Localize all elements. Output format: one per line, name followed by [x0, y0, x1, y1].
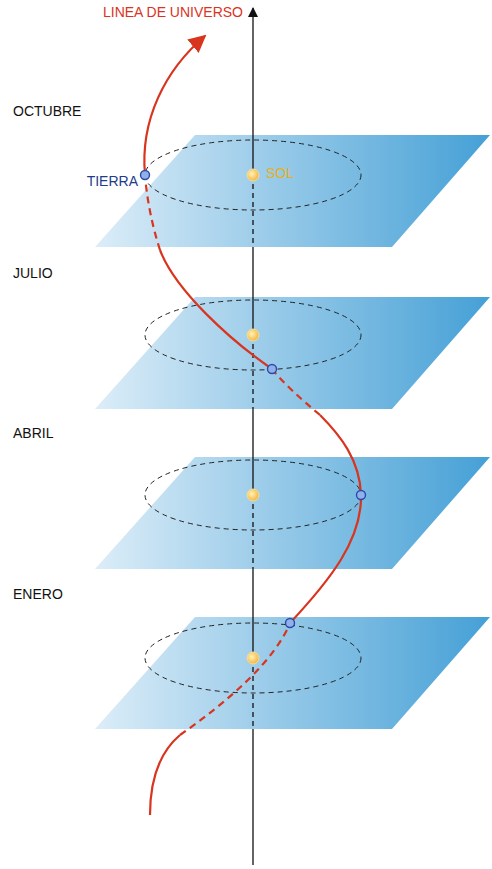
- month-label: OCTUBRE: [13, 103, 81, 119]
- sun-dot: [247, 169, 259, 181]
- time-plane: [95, 457, 490, 569]
- time-plane: [95, 297, 490, 409]
- axis-hidden: [252, 335, 253, 409]
- earth-dot: [357, 491, 366, 500]
- axis-hidden: [252, 495, 253, 569]
- sun-and-earth: [141, 169, 366, 664]
- time-axis: [253, 8, 254, 865]
- earth-dot: [286, 619, 295, 628]
- earth-worldline: [144, 36, 361, 815]
- sun-label: SOL: [266, 165, 294, 181]
- month-label: ENERO: [13, 586, 63, 602]
- time-plane: [95, 135, 490, 247]
- time-planes: [95, 135, 490, 729]
- earth-dot: [141, 171, 150, 180]
- earth-label: TIERRA: [87, 173, 138, 189]
- month-label: JULIO: [13, 265, 53, 281]
- earth-dot: [268, 365, 277, 374]
- sun-dot: [247, 329, 259, 341]
- month-label: ABRIL: [13, 425, 53, 441]
- axis-hidden: [252, 175, 253, 247]
- sun-dot: [247, 652, 259, 664]
- axis-hidden: [252, 658, 253, 729]
- sun-dot: [247, 489, 259, 501]
- worldline-label: LINEA DE UNIVERSO: [103, 4, 243, 20]
- time-plane: [95, 617, 490, 729]
